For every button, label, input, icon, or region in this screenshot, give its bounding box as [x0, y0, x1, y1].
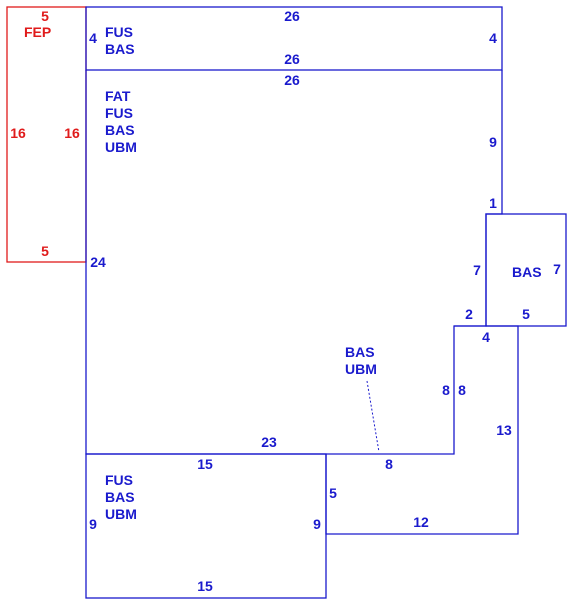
step-note-code: UBM — [345, 361, 377, 377]
dim-step-inner-left: 8 — [442, 382, 450, 398]
dim-top-bottom: 26 — [284, 51, 300, 67]
main-area-code: FAT — [105, 88, 131, 104]
dim-fep-left: 16 — [10, 125, 26, 141]
dim-notch-vertical: 7 — [473, 262, 481, 278]
dim-step-inner-right: 8 — [458, 382, 466, 398]
dim-bottom-right: 9 — [313, 516, 321, 532]
top-section-outline — [85, 6, 503, 71]
dim-top-top: 26 — [284, 8, 300, 24]
dim-bas-right-side: 7 — [553, 261, 561, 277]
step-note-code: BAS — [345, 344, 375, 360]
step-note-leader — [366, 380, 380, 453]
dim-main-right-short: 1 — [489, 195, 497, 211]
dim-step-right: 13 — [496, 422, 512, 438]
bas-right-outline — [485, 213, 567, 327]
dim-ext-bottom: 12 — [413, 514, 429, 530]
main-area-code: BAS — [105, 122, 135, 138]
bottom-area-code: UBM — [105, 506, 137, 522]
dim-bottom-left: 9 — [89, 516, 97, 532]
dim-top-left: 4 — [89, 30, 97, 46]
dim-top-right: 4 — [489, 30, 497, 46]
dim-fep-top: 5 — [41, 8, 49, 24]
dim-ext-left: 5 — [329, 485, 337, 501]
main-area-code: UBM — [105, 139, 137, 155]
bottom-area-codes: FUS BAS UBM — [105, 472, 138, 522]
dim-notch-horizontal: 2 — [465, 306, 473, 322]
main-area-code: FUS — [105, 105, 133, 121]
dim-main-left: 24 — [90, 254, 106, 270]
bottom-section-outline — [85, 453, 327, 599]
dim-bas-bottom: 5 — [522, 306, 530, 322]
dim-bottom-top: 15 — [197, 456, 213, 472]
dim-main-right-upper: 9 — [489, 134, 497, 150]
dim-main-top: 26 — [284, 72, 300, 88]
dim-main-bottom: 23 — [261, 434, 277, 450]
bas-right-area-code: BAS — [512, 264, 542, 280]
dim-step-bottom: 8 — [385, 456, 393, 472]
bottom-area-code: BAS — [105, 489, 135, 505]
dim-fep-bottom: 5 — [41, 243, 49, 259]
step-note-codes: BAS UBM — [345, 344, 378, 377]
main-section-outline — [85, 70, 503, 455]
fep-area-code: FEP — [24, 24, 51, 40]
top-area-code: FUS — [105, 24, 133, 40]
dim-fep-right: 16 — [64, 125, 80, 141]
dim-bottom-bottom: 15 — [197, 578, 213, 594]
dim-step-top: 4 — [482, 329, 490, 345]
top-area-codes: FUS BAS — [105, 24, 137, 57]
main-area-codes: FAT FUS BAS UBM — [105, 88, 138, 155]
top-area-code: BAS — [105, 41, 135, 57]
bottom-area-code: FUS — [105, 472, 133, 488]
